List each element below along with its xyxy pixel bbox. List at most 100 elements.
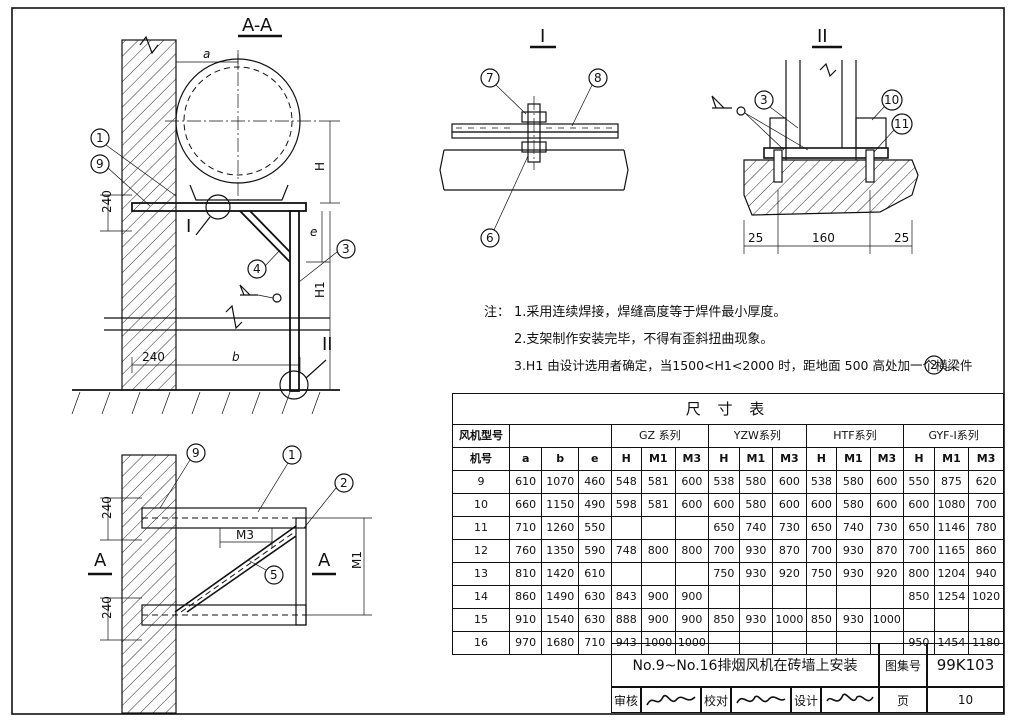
table-cell: 16 [452, 631, 510, 655]
svg-text:10: 10 [884, 93, 899, 107]
svg-text:5: 5 [270, 568, 278, 582]
table-cell: 850 [805, 608, 838, 632]
atlas-number: 99K103 [927, 643, 1004, 687]
table-cell: 700 [805, 539, 838, 563]
table-cell: 930 [738, 562, 774, 586]
dim-b: b [232, 350, 240, 364]
table-cell: 10 [452, 493, 510, 517]
table-cell [708, 585, 740, 609]
table-cell: 843 [610, 585, 643, 609]
title-block: No.9~No.16排烟风机在砖墙上安装 图集号 99K103 审核 校对 设计… [611, 643, 1004, 713]
table-cell: 930 [738, 539, 774, 563]
dim-e: e [310, 225, 317, 239]
table-cell: 875 [933, 470, 970, 494]
table-cell [674, 562, 710, 586]
table-cell: 630 [578, 585, 612, 609]
svg-text:3: 3 [342, 242, 350, 256]
table-cell: 730 [772, 516, 807, 540]
table-cell: 800 [903, 562, 935, 586]
table-cell: 1146 [933, 516, 970, 540]
svg-text:1: 1 [96, 131, 104, 145]
table-column-7: H [708, 447, 740, 471]
note-2: 2.支架制作安装完毕，不得有歪斜扭曲现象。 [514, 331, 773, 347]
svg-text:8: 8 [594, 71, 602, 85]
table-cell: 710 [508, 516, 543, 540]
table-cell: 1260 [541, 516, 580, 540]
plan-view: M3 M1 240 240 A A 9 1 2 [88, 443, 372, 714]
dim-a: a [203, 47, 210, 61]
table-cell [610, 562, 643, 586]
table-cell: 9 [452, 470, 510, 494]
notes-prefix: 注： [484, 305, 510, 320]
svg-text:7: 7 [486, 71, 494, 85]
table-cell: 580 [836, 470, 871, 494]
table-cell: 620 [968, 470, 1004, 494]
callout-ii-label: II [322, 334, 333, 355]
table-cell: 900 [674, 585, 710, 609]
table-cell: 610 [578, 562, 612, 586]
table-cell: 600 [708, 493, 740, 517]
table-cell [738, 585, 774, 609]
table-cell: 930 [738, 608, 774, 632]
table-cell [933, 608, 970, 632]
dim-m3: M3 [236, 528, 254, 542]
table-cell: 748 [610, 539, 643, 563]
bracket-top-beam [131, 202, 307, 212]
plan-wall [121, 454, 177, 714]
callout-10: 10 [871, 89, 903, 121]
table-cell: 1254 [933, 585, 970, 609]
table-cell: 900 [641, 585, 676, 609]
table-cell: 600 [674, 493, 710, 517]
detail-i-marker [205, 194, 231, 220]
callout-1: 1 [90, 128, 177, 197]
sheet-frame [11, 7, 1005, 715]
bracket-post [289, 210, 300, 392]
table-cell: 538 [708, 470, 740, 494]
dim-240-plan-top: 240 [100, 496, 114, 519]
table-cell: 860 [508, 585, 543, 609]
svg-text:9: 9 [192, 446, 200, 460]
dim-240-plan-bottom: 240 [100, 596, 114, 619]
table-cell: 900 [674, 608, 710, 632]
table-cell: 800 [641, 539, 676, 563]
table-cell: 1080 [933, 493, 970, 517]
table-column-14: M1 [933, 447, 970, 471]
design-label: 设计 [791, 687, 821, 713]
table-cell: 1350 [541, 539, 580, 563]
dim-240-left: 240 [100, 190, 114, 213]
table-cell: 700 [968, 493, 1004, 517]
table-cell: 610 [508, 470, 543, 494]
table-cell: 870 [772, 539, 807, 563]
callout-i-label: I [186, 216, 191, 237]
table-column-12: M3 [869, 447, 905, 471]
table-cell [903, 608, 935, 632]
table-cell: 800 [674, 539, 710, 563]
svg-text:9: 9 [96, 157, 104, 171]
table-cell: 750 [805, 562, 838, 586]
table-column-6: M3 [674, 447, 710, 471]
check-label: 校对 [701, 687, 731, 713]
table-group-header: 风机型号 GZ 系列 YZW系列 HTF系列 GYF-I系列 [452, 424, 1004, 448]
dim-160: 160 [812, 231, 835, 245]
table-cell: 930 [836, 539, 871, 563]
section-mark-a-left: A [94, 550, 107, 571]
callout-4: 4 [247, 249, 281, 279]
table-cell [772, 585, 807, 609]
svg-text:1: 1 [288, 448, 296, 462]
detail-ii-title: II [817, 26, 828, 47]
table-cell: 660 [508, 493, 543, 517]
table-cell [610, 516, 643, 540]
table-cell: 580 [738, 470, 774, 494]
table-cell: 650 [708, 516, 740, 540]
table-cell: 600 [869, 470, 905, 494]
table-cell: 600 [903, 493, 935, 517]
table-cell: 490 [578, 493, 612, 517]
table-cell: 920 [869, 562, 905, 586]
